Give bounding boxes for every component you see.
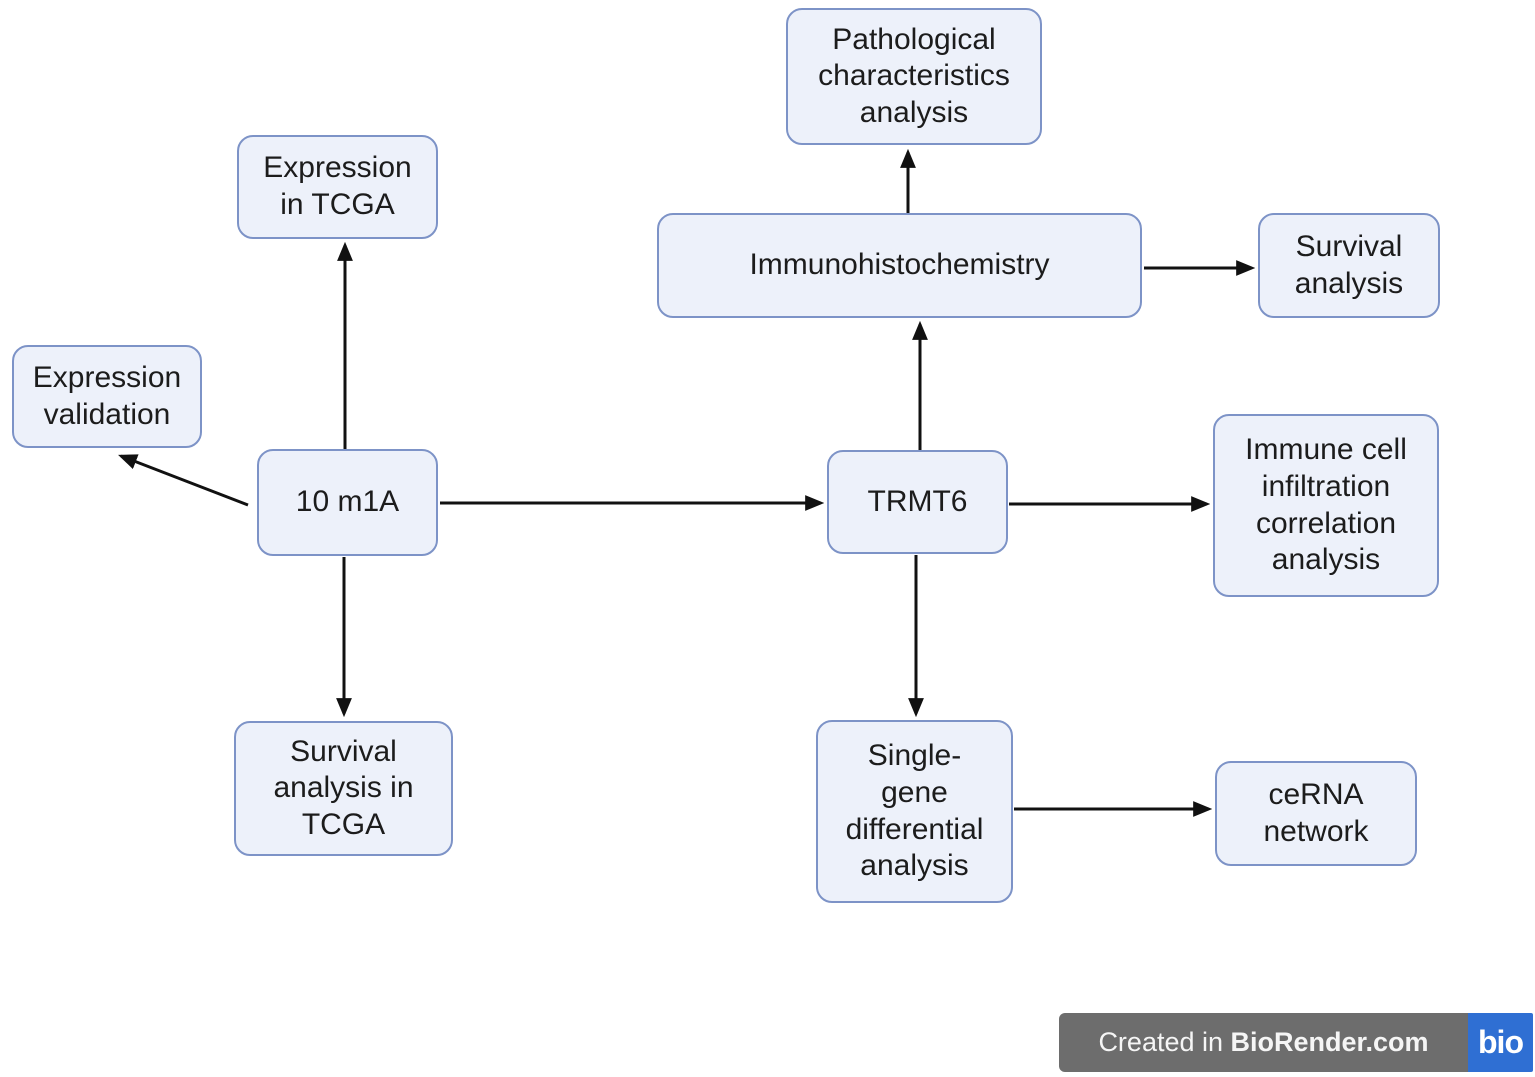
arrow-m1a-to-expression-validation bbox=[118, 454, 249, 507]
node-cerna-network: ceRNA network bbox=[1215, 761, 1417, 866]
badge-prefix: Created in bbox=[1098, 1027, 1231, 1057]
node-single-gene-differential-analysis: Single- gene differential analysis bbox=[816, 720, 1013, 903]
badge-brand: BioRender.com bbox=[1230, 1027, 1429, 1057]
node-immune-cell-infiltration: Immune cell infiltration correlation ana… bbox=[1213, 414, 1439, 597]
node-trmt6: TRMT6 bbox=[827, 450, 1008, 554]
node-survival-analysis-in-tcga: Survival analysis in TCGA bbox=[234, 721, 453, 856]
biorender-logo-icon: bio bbox=[1468, 1013, 1533, 1072]
node-pathological-characteristics-analysis: Pathological characteristics analysis bbox=[786, 8, 1042, 145]
node-survival-analysis: Survival analysis bbox=[1258, 213, 1440, 318]
node-expression-validation: Expression validation bbox=[12, 345, 202, 448]
node-immunohistochemistry: Immunohistochemistry bbox=[657, 213, 1142, 318]
node-10-m1a: 10 m1A bbox=[257, 449, 438, 556]
biorender-badge-text: Created in BioRender.com bbox=[1059, 1013, 1468, 1072]
node-expression-in-tcga: Expression in TCGA bbox=[237, 135, 438, 239]
biorender-badge: Created in BioRender.com bio bbox=[1059, 1013, 1533, 1072]
